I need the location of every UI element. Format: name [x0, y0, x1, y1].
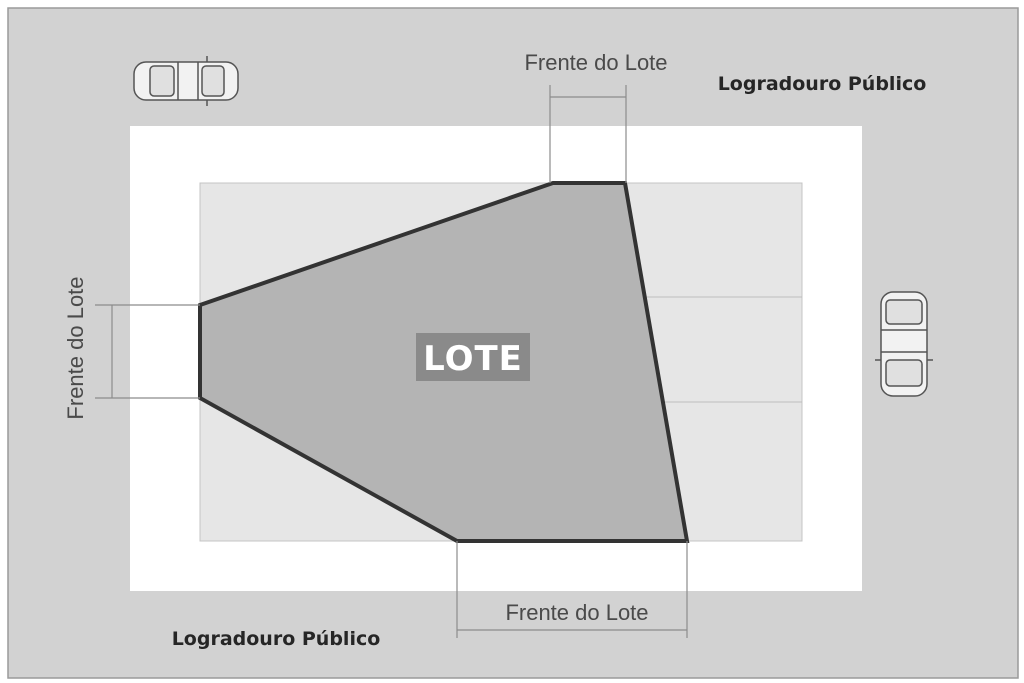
- dimension-left-label: Frente do Lote: [63, 276, 88, 419]
- dimension-bottom-label: Frente do Lote: [505, 600, 648, 625]
- dimension-bottom: [456, 541, 688, 638]
- dimension-left: [95, 304, 200, 399]
- public-street-label-top: Logradouro Público: [718, 73, 927, 95]
- public-street-label-bottom: Logradouro Público: [172, 628, 381, 650]
- lot-label: LOTE: [423, 339, 523, 379]
- dimension-top-label: Frente do Lote: [524, 50, 667, 75]
- dimension-top: [549, 85, 627, 183]
- lot-label-background: [416, 333, 530, 381]
- car-topview-icon: [133, 56, 239, 106]
- car-topview-icon: [875, 291, 933, 397]
